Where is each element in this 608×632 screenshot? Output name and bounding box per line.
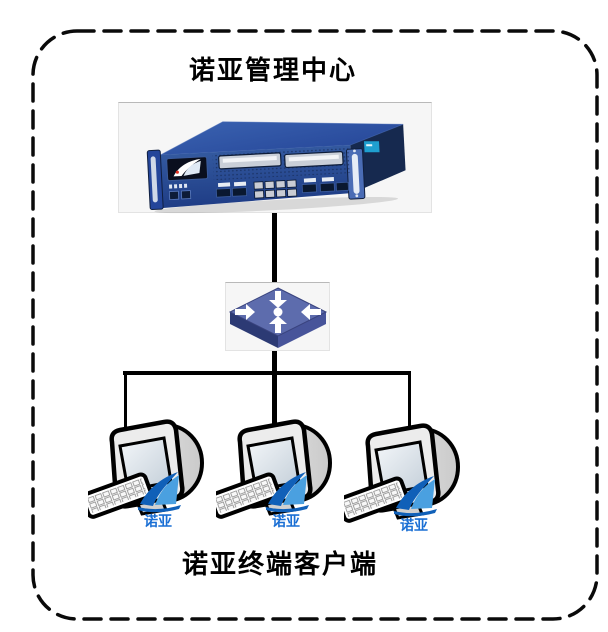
connector-switch-bus — [272, 350, 277, 426]
client-logo-label: 诺亚 — [272, 513, 300, 529]
computer-icon: 诺亚 — [344, 423, 460, 533]
computer-icon: 诺亚 — [88, 419, 204, 529]
switch-icon — [228, 287, 328, 348]
client-logo-label: 诺亚 — [400, 517, 428, 533]
client-node: 诺亚 — [344, 420, 494, 538]
diagram-title: 诺亚管理中心 — [188, 55, 357, 85]
client-node: 诺亚 — [88, 416, 238, 534]
footer-label: 诺亚终端客户端 — [181, 549, 378, 579]
connector-bus-horizontal — [123, 371, 411, 375]
connector-drop-right — [408, 373, 411, 433]
connector-server-switch — [272, 212, 277, 283]
computer-icon: 诺亚 — [216, 419, 332, 529]
server-image-frame — [118, 102, 432, 214]
client-node: 诺亚 — [216, 416, 366, 534]
client-logo-label: 诺亚 — [144, 513, 172, 529]
server-icon — [146, 121, 406, 214]
switch-image-frame — [225, 282, 330, 351]
connector-drop-left — [124, 373, 127, 429]
